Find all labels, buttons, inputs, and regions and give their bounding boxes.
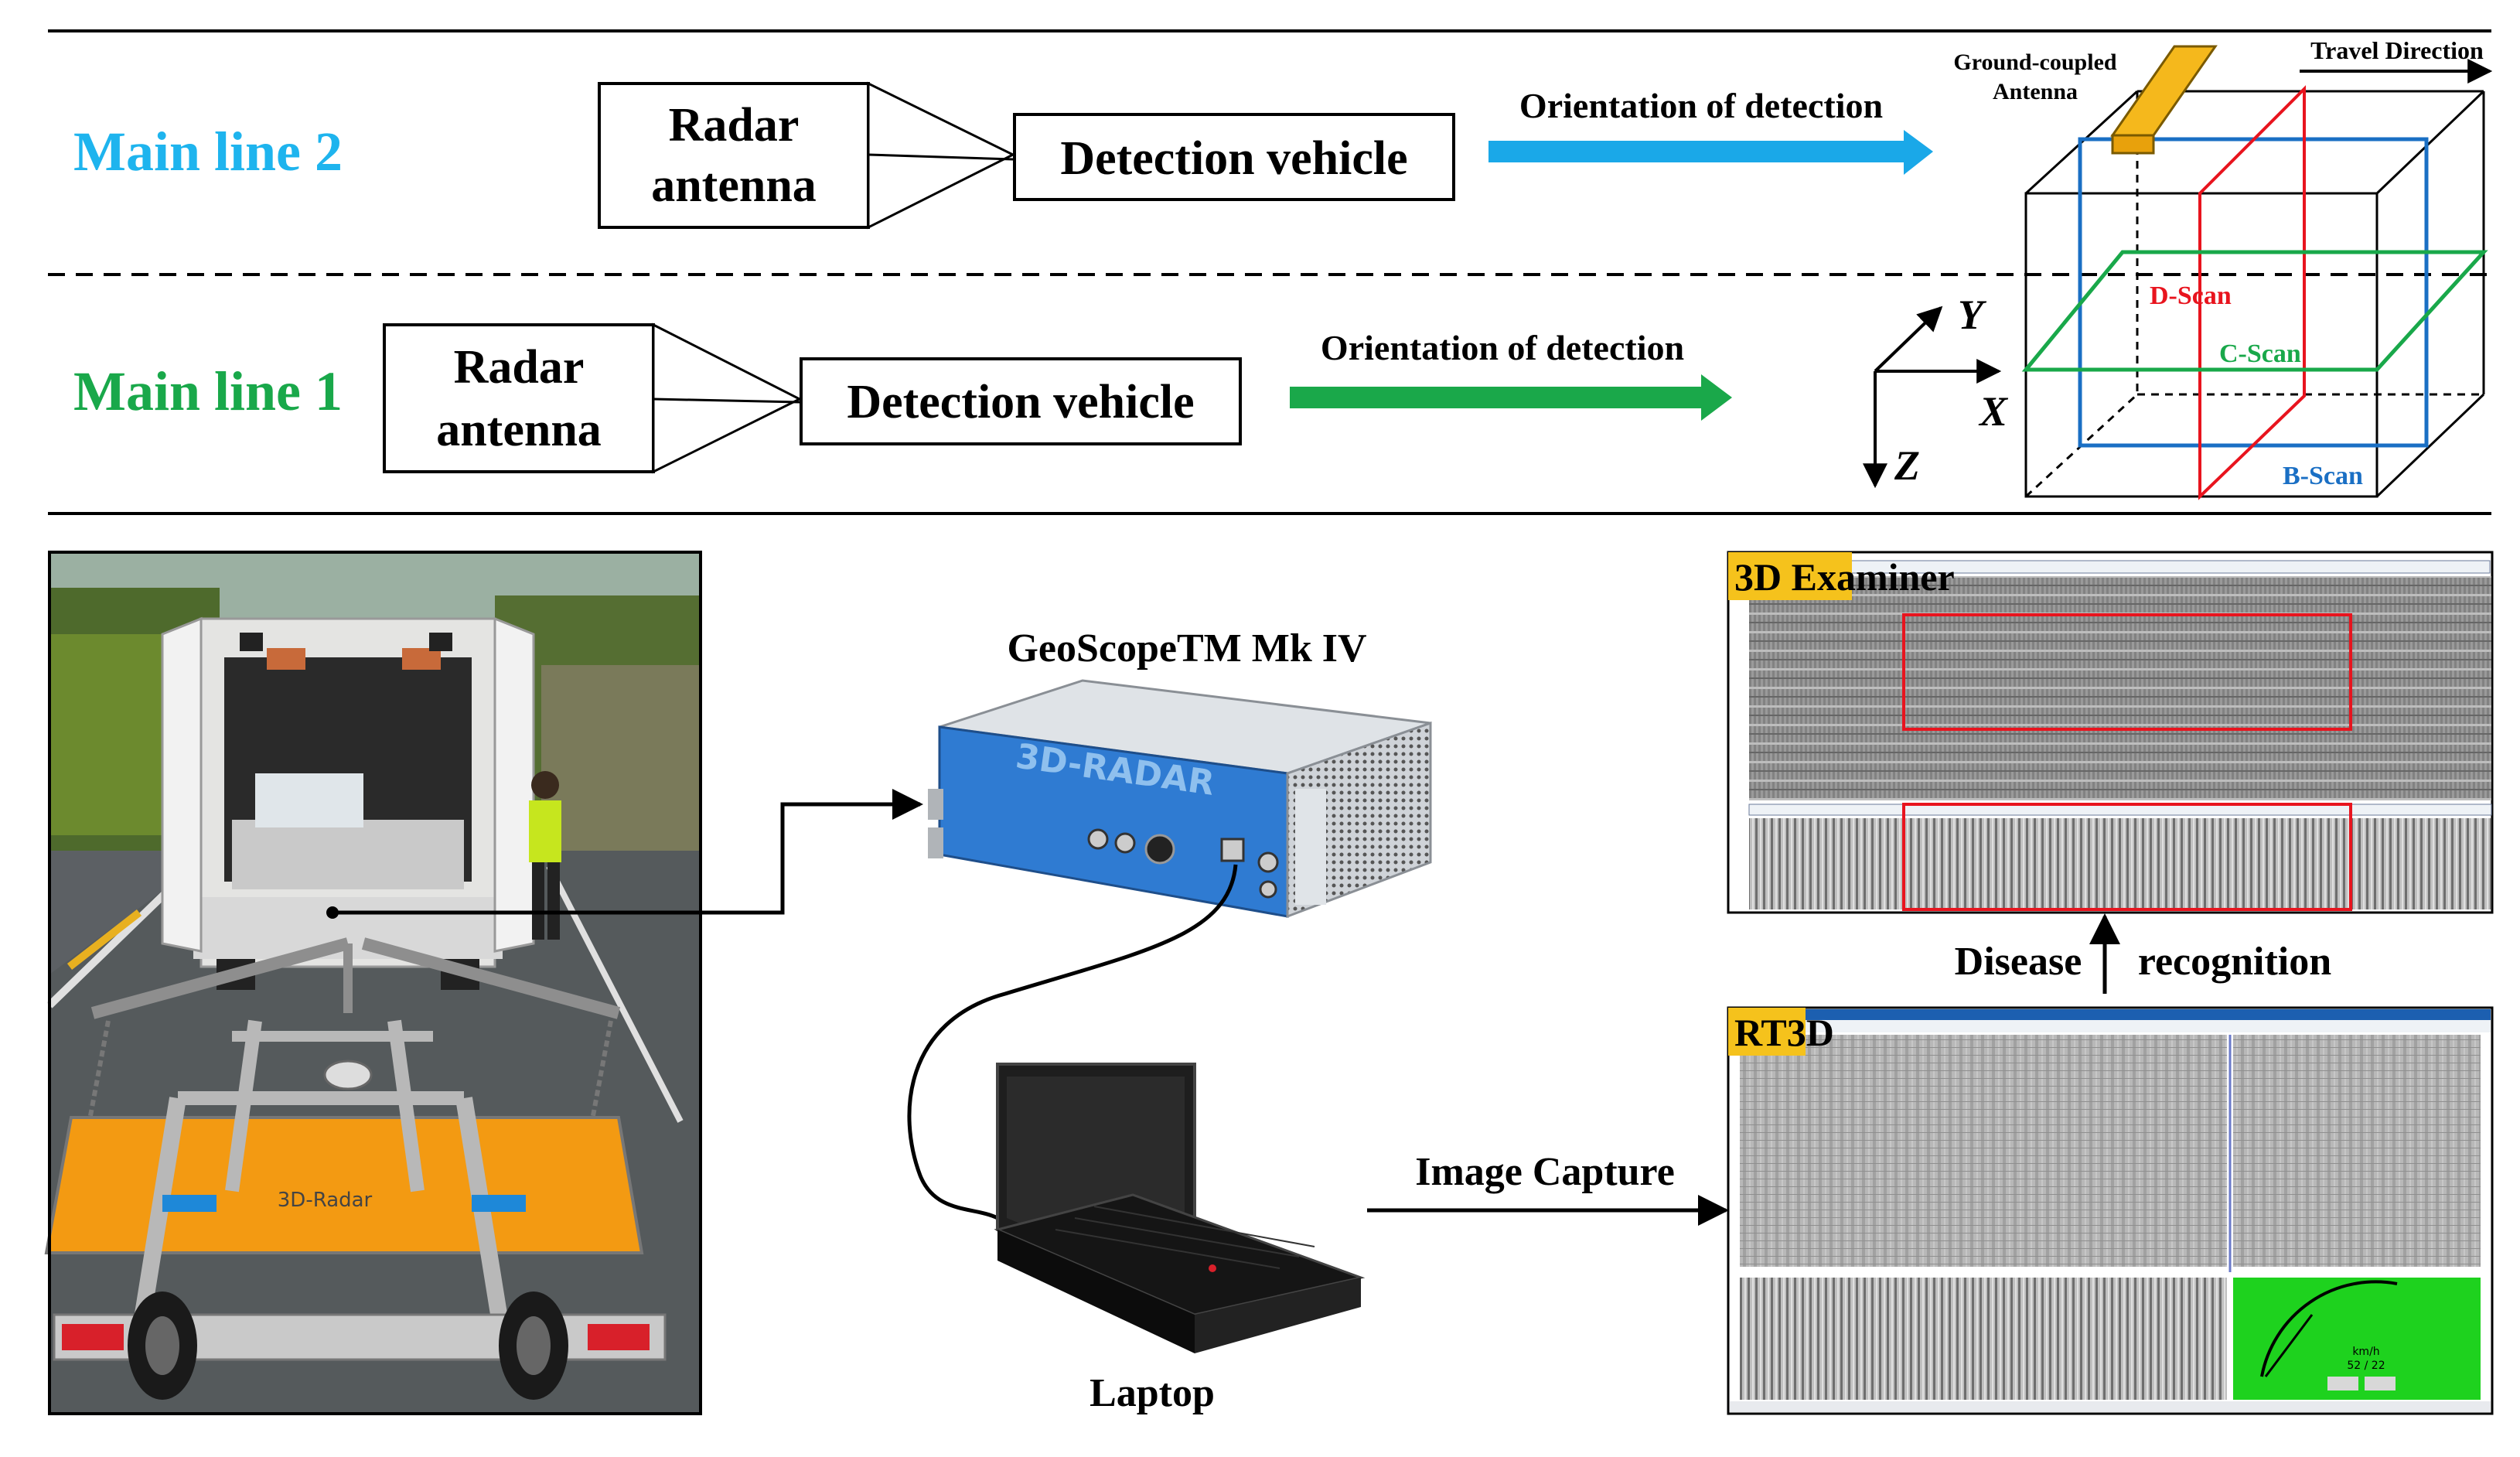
- main-line-2-label: Main line 2: [73, 121, 343, 183]
- main-line-2-row: Main line 2 Radar antenna Detection vehi…: [73, 81, 1933, 230]
- van-to-device-connector: [332, 789, 923, 915]
- c-scan-label: C-Scan: [2219, 340, 2301, 368]
- radar-antenna-box-2: [598, 82, 870, 229]
- laptop-illustration: [994, 1063, 1366, 1353]
- horn-mid-1: [653, 398, 800, 404]
- orientation-arrow-2: [1488, 130, 1933, 175]
- vehicle-photo: 3D-Radar: [44, 551, 702, 1415]
- orientation-arrow-1: [1290, 374, 1732, 421]
- main-line-1-row: Main line 1 Radar antenna Detection vehi…: [73, 322, 1732, 474]
- horn-mid-2: [868, 153, 1014, 161]
- main-line-1-label: Main line 1: [73, 360, 343, 422]
- axis-x-label: X: [1978, 388, 2009, 435]
- b-scan-label: B-Scan: [2283, 462, 2363, 490]
- travel-direction-label: Travel Direction: [2310, 36, 2484, 64]
- detection-vehicle-box-1: [800, 357, 1242, 445]
- antenna-label-1: Ground-coupled: [1953, 49, 2116, 75]
- radar-antenna-text-1a: Radar: [454, 341, 585, 394]
- detection-vehicle-text-2: Detection vehicle: [1060, 132, 1407, 185]
- orientation-label-1: Orientation of detection: [1321, 328, 1684, 367]
- antenna-label-2: Antenna: [1993, 79, 2078, 104]
- recognition-label: recognition: [2138, 940, 2331, 984]
- antenna-block-side: [2111, 134, 2155, 155]
- trailer-brand-text: 3D-Radar: [278, 1189, 373, 1212]
- rt3d-tag: RT3D: [1734, 1011, 1834, 1054]
- device-to-laptop-cable: [907, 864, 1238, 1220]
- laptop-label: Laptop: [1089, 1371, 1215, 1415]
- disease-label: Disease: [1955, 940, 2082, 984]
- scan-cube-diagram: Y X Z Ground-coupled Antenna Travel Dire…: [1863, 36, 2493, 500]
- c-scan-plane: [2021, 250, 2488, 372]
- geoscope-device: 3D-RADAR: [928, 679, 1432, 919]
- detection-vehicle-box-2: [1013, 113, 1455, 201]
- axis-y-label: Y: [1958, 292, 1987, 338]
- radar-horn-1: [652, 322, 803, 474]
- radar-antenna-text-2a: Radar: [669, 99, 800, 152]
- speed-value: 52 / 22: [2347, 1360, 2385, 1372]
- radar-antenna-text-1b: antenna: [436, 404, 602, 456]
- examiner-window: 3D Examiner: [1727, 551, 2494, 914]
- rt3d-window: km/h 52 / 22 RT3D: [1727, 1006, 2494, 1415]
- image-capture-label: Image Capture: [1415, 1150, 1675, 1194]
- radar-antenna-text-2b: antenna: [651, 159, 817, 212]
- axis-z-label: Z: [1894, 442, 1920, 489]
- d-scan-plane: [2198, 85, 2306, 500]
- examiner-tag: 3D Examiner: [1734, 555, 1955, 599]
- d-scan-label: D-Scan: [2150, 282, 2232, 310]
- detection-vehicle-text-1: Detection vehicle: [847, 376, 1194, 428]
- axis-y-line: [1874, 305, 1943, 373]
- speed-unit: km/h: [2352, 1346, 2379, 1358]
- orientation-label-2: Orientation of detection: [1519, 86, 1883, 125]
- device-title: GeoScopeTM Mk IV: [1007, 626, 1366, 670]
